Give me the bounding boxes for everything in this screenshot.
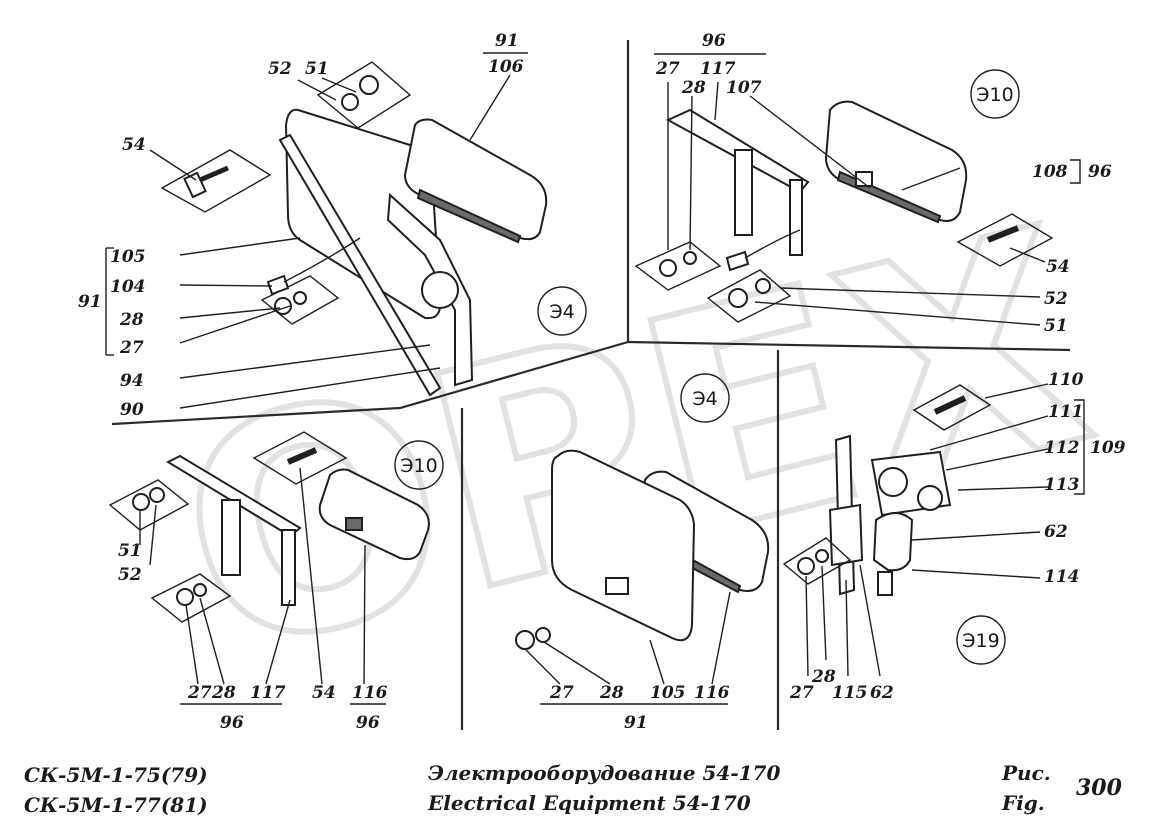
lc-label-28: 28 <box>599 683 624 703</box>
ur-label-54: 54 <box>1046 257 1070 277</box>
section-title-en: Electrical Equipment 54-170 <box>428 791 751 815</box>
figure-number: 300 <box>1076 775 1122 801</box>
ul-label-105: 105 <box>110 247 146 267</box>
zone-marker-lr: Э19 <box>956 615 1006 665</box>
zone-marker-ll: Э10 <box>394 440 444 490</box>
ul-label-91-group: 91 <box>78 292 102 312</box>
lr-label-27: 27 <box>789 683 814 703</box>
zone-marker-lc: Э4 <box>680 373 730 423</box>
ul-connector-104 <box>266 237 361 296</box>
lc-label-116: 116 <box>694 683 730 703</box>
lc-nut-washer-27-28 <box>515 627 551 650</box>
svg-text:Э10: Э10 <box>976 84 1013 106</box>
ur-label-108: 108 <box>1032 162 1068 182</box>
ul-label-27: 27 <box>119 338 144 358</box>
ll-label-52: 52 <box>118 565 142 585</box>
section-title-ru: Электрооборудование 54-170 <box>428 761 781 785</box>
ul-label-94: 94 <box>120 371 144 391</box>
ul-label-106: 106 <box>488 57 524 77</box>
ul-nut-washer-51-52 <box>316 61 412 129</box>
model-numbers: СК-5М-1-75(79) СК-5М-1-77(81) <box>24 760 208 820</box>
ur-leaders <box>654 53 1081 326</box>
ur-label-117: 117 <box>700 59 736 79</box>
ll-label-27: 27 <box>187 683 212 703</box>
ur-screw-54 <box>956 213 1054 267</box>
ul-label-91: 91 <box>495 31 519 51</box>
ll-screw-54 <box>252 431 348 485</box>
section-title: Электрооборудование 54-170 Electrical Eq… <box>428 758 780 818</box>
ll-label-116: 116 <box>352 683 388 703</box>
ul-screw-54 <box>160 149 272 213</box>
lr-label-112: 112 <box>1044 438 1080 458</box>
ur-label-96-side: 96 <box>1088 162 1112 182</box>
lr-elbow-62 <box>872 512 914 596</box>
ur-bracket-117 <box>665 108 810 256</box>
svg-text:Э4: Э4 <box>549 301 574 323</box>
lr-label-115: 115 <box>832 683 868 703</box>
model-number-1: СК-5М-1-75(79) <box>24 763 208 787</box>
lc-label-91: 91 <box>624 713 648 733</box>
ur-lamp-108 <box>824 100 968 224</box>
ul-label-90: 90 <box>120 400 144 420</box>
zone-marker-ur: Э10 <box>970 69 1020 119</box>
lr-leaders <box>805 383 1085 677</box>
lr-label-62: 62 <box>1044 522 1068 542</box>
ul-label-54: 54 <box>122 135 146 155</box>
ll-label-54: 54 <box>312 683 336 703</box>
ll-label-96-a: 96 <box>220 713 244 733</box>
ll-label-117: 117 <box>250 683 286 703</box>
ul-label-28: 28 <box>119 310 144 330</box>
ll-nut-washer-51-52 <box>108 479 190 531</box>
svg-text:Э4: Э4 <box>692 388 717 410</box>
lr-socket-109 <box>870 450 952 517</box>
panel-dividers <box>111 40 1071 730</box>
lr-label-28: 28 <box>811 667 836 687</box>
lr-label-113: 113 <box>1044 475 1080 495</box>
figure-label-ru: Рис. <box>1002 761 1051 785</box>
zone-marker-ul: Э4 <box>537 286 587 336</box>
lr-label-110: 110 <box>1048 370 1084 390</box>
lr-label-114: 114 <box>1044 567 1080 587</box>
ul-label-104: 104 <box>110 277 146 297</box>
figure-caption: Рис. Fig. <box>1002 758 1051 818</box>
ur-label-96: 96 <box>702 31 726 51</box>
ll-label-51: 51 <box>118 541 142 561</box>
ul-label-52: 52 <box>268 59 292 79</box>
lc-leaders <box>525 591 731 705</box>
ul-label-51: 51 <box>305 59 329 79</box>
ll-label-28: 28 <box>211 683 236 703</box>
svg-text:Э19: Э19 <box>962 630 999 652</box>
ul-lamp-106 <box>403 118 548 244</box>
lr-label-111: 111 <box>1048 402 1084 422</box>
ur-nut-washer-51-52 <box>706 269 792 323</box>
ll-label-96-b: 96 <box>356 713 380 733</box>
ul-bracket-94 <box>278 133 442 397</box>
figure-label-en: Fig. <box>1002 791 1045 815</box>
lr-screw-110 <box>912 384 992 431</box>
lr-label-62-b: 62 <box>870 683 894 703</box>
ul-bracket-90 <box>386 192 474 387</box>
ll-nut-washer-27-28 <box>150 573 232 623</box>
ll-leaders <box>139 467 386 705</box>
lc-label-105: 105 <box>650 683 686 703</box>
ul-leaders <box>105 52 528 409</box>
ur-label-52: 52 <box>1044 289 1068 309</box>
ll-bracket-117 <box>165 454 302 606</box>
lc-label-27: 27 <box>549 683 574 703</box>
ur-label-107: 107 <box>726 78 762 98</box>
lr-label-109: 109 <box>1090 438 1126 458</box>
lr-bracket-115 <box>828 434 864 596</box>
ll-lamp-116 <box>318 468 430 561</box>
ur-label-27: 27 <box>655 59 680 79</box>
ur-connector-107 <box>725 229 801 272</box>
ur-label-51: 51 <box>1044 316 1068 336</box>
ur-nut-washer-27-28 <box>634 241 722 291</box>
lr-nut-washer-27-28 <box>782 537 852 585</box>
svg-text:Э10: Э10 <box>400 455 437 477</box>
ur-label-28: 28 <box>681 78 706 98</box>
model-number-2: СК-5М-1-77(81) <box>24 793 208 817</box>
lc-plate-105 <box>551 449 696 642</box>
